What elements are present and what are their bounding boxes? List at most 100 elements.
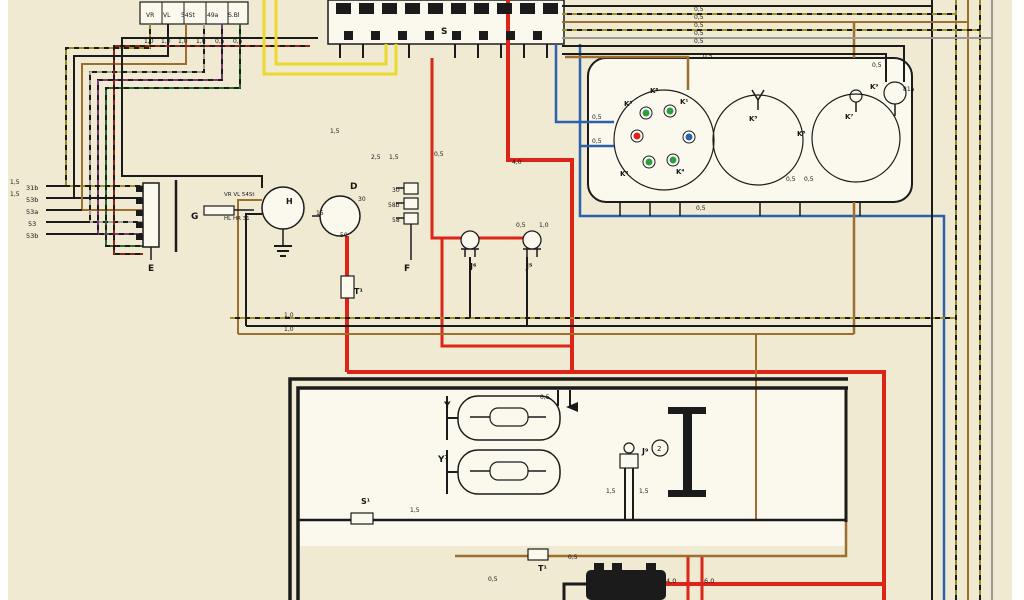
lamp-dot [645, 158, 653, 166]
diagram-label: 58b [388, 202, 400, 209]
diagram-label: D [350, 182, 357, 192]
diagram-label: K² [620, 170, 629, 178]
component-shape [594, 563, 604, 570]
wire [506, 0, 574, 372]
wire [562, 53, 887, 82]
diagram-label: 0,5 [696, 205, 706, 212]
diagram-label: 0,5 [540, 394, 550, 401]
diagram-label: 0,5 [703, 53, 713, 60]
component-shape [319, 195, 361, 237]
diagram-label: H [286, 197, 293, 206]
wire [430, 58, 540, 240]
component-shape [566, 402, 578, 412]
diagram-label: 0,5 [215, 38, 225, 45]
diagram-label: 0,5 [592, 138, 602, 145]
wire-stripe [105, 24, 241, 247]
diagram-label: 81a [903, 86, 915, 93]
diagram-label: 0,5 [786, 176, 796, 183]
wire [121, 37, 318, 188]
component-shape [522, 230, 542, 250]
wire [455, 522, 848, 558]
diagram-shape [712, 94, 804, 186]
diagram-label: HL HR 31 [224, 216, 250, 222]
diagram-label: K¹ [680, 98, 689, 106]
wire [751, 89, 765, 102]
component-shape [543, 3, 558, 14]
diagram-label: G [191, 212, 198, 222]
diagram-label: 1,0 [196, 38, 206, 45]
diagram-label: 1,5 [606, 488, 616, 495]
diagram-label: 0,5 [233, 38, 243, 45]
diagram-label: S.Bl [228, 12, 240, 19]
diagram-label: 0,5 [694, 6, 704, 13]
component-shape [136, 198, 143, 204]
diagram-label: 0,5 [694, 22, 704, 29]
component-shape [586, 570, 666, 600]
wire [562, 45, 905, 82]
lamp-dot [685, 133, 693, 141]
lamp-dot [642, 109, 650, 117]
diagram-label: 49a [207, 12, 219, 19]
diagram-label: 1,5 [330, 128, 340, 135]
diagram-label: 53b [26, 196, 38, 204]
component-shape [527, 548, 549, 561]
component-shape [142, 182, 160, 248]
diagram-label: K³ [624, 100, 633, 108]
diagram-label: 0,5 [694, 38, 704, 45]
diagram-label: 4,0 [512, 159, 522, 166]
component-shape [668, 407, 706, 414]
component-shape [452, 31, 461, 40]
diagram-label: 1,5 [389, 154, 399, 161]
wire [554, 44, 614, 124]
diagram-label: Y¹ [437, 455, 449, 465]
diagram-label: 1,5 [410, 507, 420, 514]
diagram-label: 1,5 [10, 179, 20, 186]
component-shape [398, 31, 407, 40]
diagram-label: 6,0 [704, 577, 714, 585]
component-shape [612, 563, 622, 570]
component-shape [428, 3, 443, 14]
diagram-label: 1,5 [10, 191, 20, 198]
diagram-label: 53 [28, 220, 36, 228]
diagram-label: 30 [392, 187, 400, 194]
component-shape [203, 205, 235, 216]
component-shape [344, 31, 353, 40]
component-shape [646, 563, 656, 570]
diagram-label: 0,5 [694, 30, 704, 37]
diagram-label: VR [146, 12, 154, 19]
wire [347, 370, 886, 600]
lamp-dot [633, 132, 641, 140]
lamp-dot [669, 156, 677, 164]
component-shape [261, 186, 305, 230]
component-shape [405, 3, 420, 14]
diagram-label: E [148, 264, 154, 274]
wire [81, 24, 187, 211]
diagram-label: 31b [26, 184, 38, 192]
wire [565, 55, 690, 90]
diagram-shape [457, 449, 561, 495]
component-shape [350, 512, 374, 525]
wire [440, 238, 572, 348]
component-shape [883, 81, 907, 105]
wire [237, 199, 262, 334]
component-shape [403, 197, 419, 210]
component-shape [668, 490, 706, 497]
component-shape [403, 212, 419, 225]
diagram-label: 54St [181, 12, 195, 19]
diagram-label: 1,0 [161, 38, 171, 45]
diagram-label: T¹ [354, 287, 363, 296]
component-shape [497, 3, 512, 14]
diagram-label: 1,5 [639, 488, 649, 495]
diagram-shape [587, 57, 913, 203]
component-shape [382, 3, 397, 14]
component-shape [340, 275, 355, 299]
component-shape [479, 31, 488, 40]
diagram-label: T¹ [538, 564, 547, 573]
diagram-label: 53a [26, 208, 38, 216]
component-shape [336, 3, 351, 14]
diagram-label: 1,0 [284, 326, 294, 333]
component-shape [403, 182, 419, 195]
diagram-label: K⁵ [749, 115, 758, 123]
